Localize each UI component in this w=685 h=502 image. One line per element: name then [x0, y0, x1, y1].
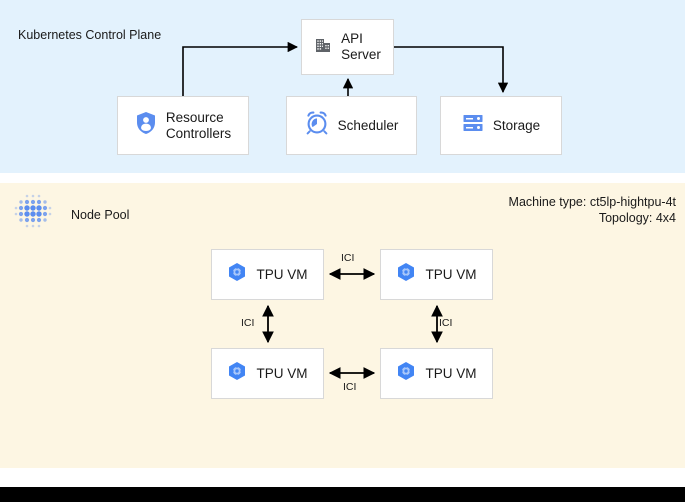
ici-label-top: ICI: [341, 252, 355, 264]
node-tpu-vm-3-label: TPU VM: [256, 365, 308, 381]
node-tpu-vm-2-label: TPU VM: [425, 266, 477, 282]
node-pool-title: Node Pool: [71, 207, 130, 222]
tpu-chip-icon: [396, 361, 416, 386]
topology-text: Topology: 4x4: [598, 211, 676, 225]
node-tpu-vm-2[interactable]: TPU VM: [380, 249, 493, 300]
node-scheduler-label: Scheduler: [337, 117, 399, 133]
node-storage-label: Storage: [492, 117, 541, 133]
ici-label-left: ICI: [241, 317, 255, 329]
node-api-server-label: API Server: [341, 31, 381, 62]
alarm-clock-icon: [305, 111, 329, 140]
node-resource-controllers[interactable]: Resource Controllers: [117, 96, 249, 155]
node-tpu-vm-4[interactable]: TPU VM: [380, 348, 493, 399]
server-rack-icon: [462, 112, 484, 139]
node-resource-controllers-label: Resource Controllers: [165, 109, 232, 141]
tpu-chip-icon: [227, 262, 247, 287]
control-plane-title: Kubernetes Control Plane: [18, 28, 162, 42]
ici-label-bottom: ICI: [343, 381, 357, 393]
node-tpu-vm-4-label: TPU VM: [425, 365, 477, 381]
node-api-server[interactable]: API Server: [301, 19, 394, 75]
shield-user-icon: [135, 111, 157, 140]
machine-info: Machine type: ct5lp-hightpu-4t Topology:…: [509, 194, 676, 226]
node-pool-dots-icon: [13, 192, 53, 237]
node-tpu-vm-3[interactable]: TPU VM: [211, 348, 324, 399]
node-tpu-vm-1[interactable]: TPU VM: [211, 249, 324, 300]
machine-type-text: Machine type: ct5lp-hightpu-4t: [508, 195, 676, 209]
footer-bar: [0, 487, 685, 502]
tpu-chip-icon: [227, 361, 247, 386]
node-scheduler[interactable]: Scheduler: [286, 96, 417, 155]
node-tpu-vm-1-label: TPU VM: [256, 266, 308, 282]
node-pool-panel: [0, 183, 685, 468]
building-icon: [314, 36, 332, 59]
node-storage[interactable]: Storage: [440, 96, 562, 155]
ici-label-right: ICI: [439, 317, 453, 329]
node-pool-header: Node Pool: [13, 192, 129, 237]
tpu-chip-icon: [396, 262, 416, 287]
